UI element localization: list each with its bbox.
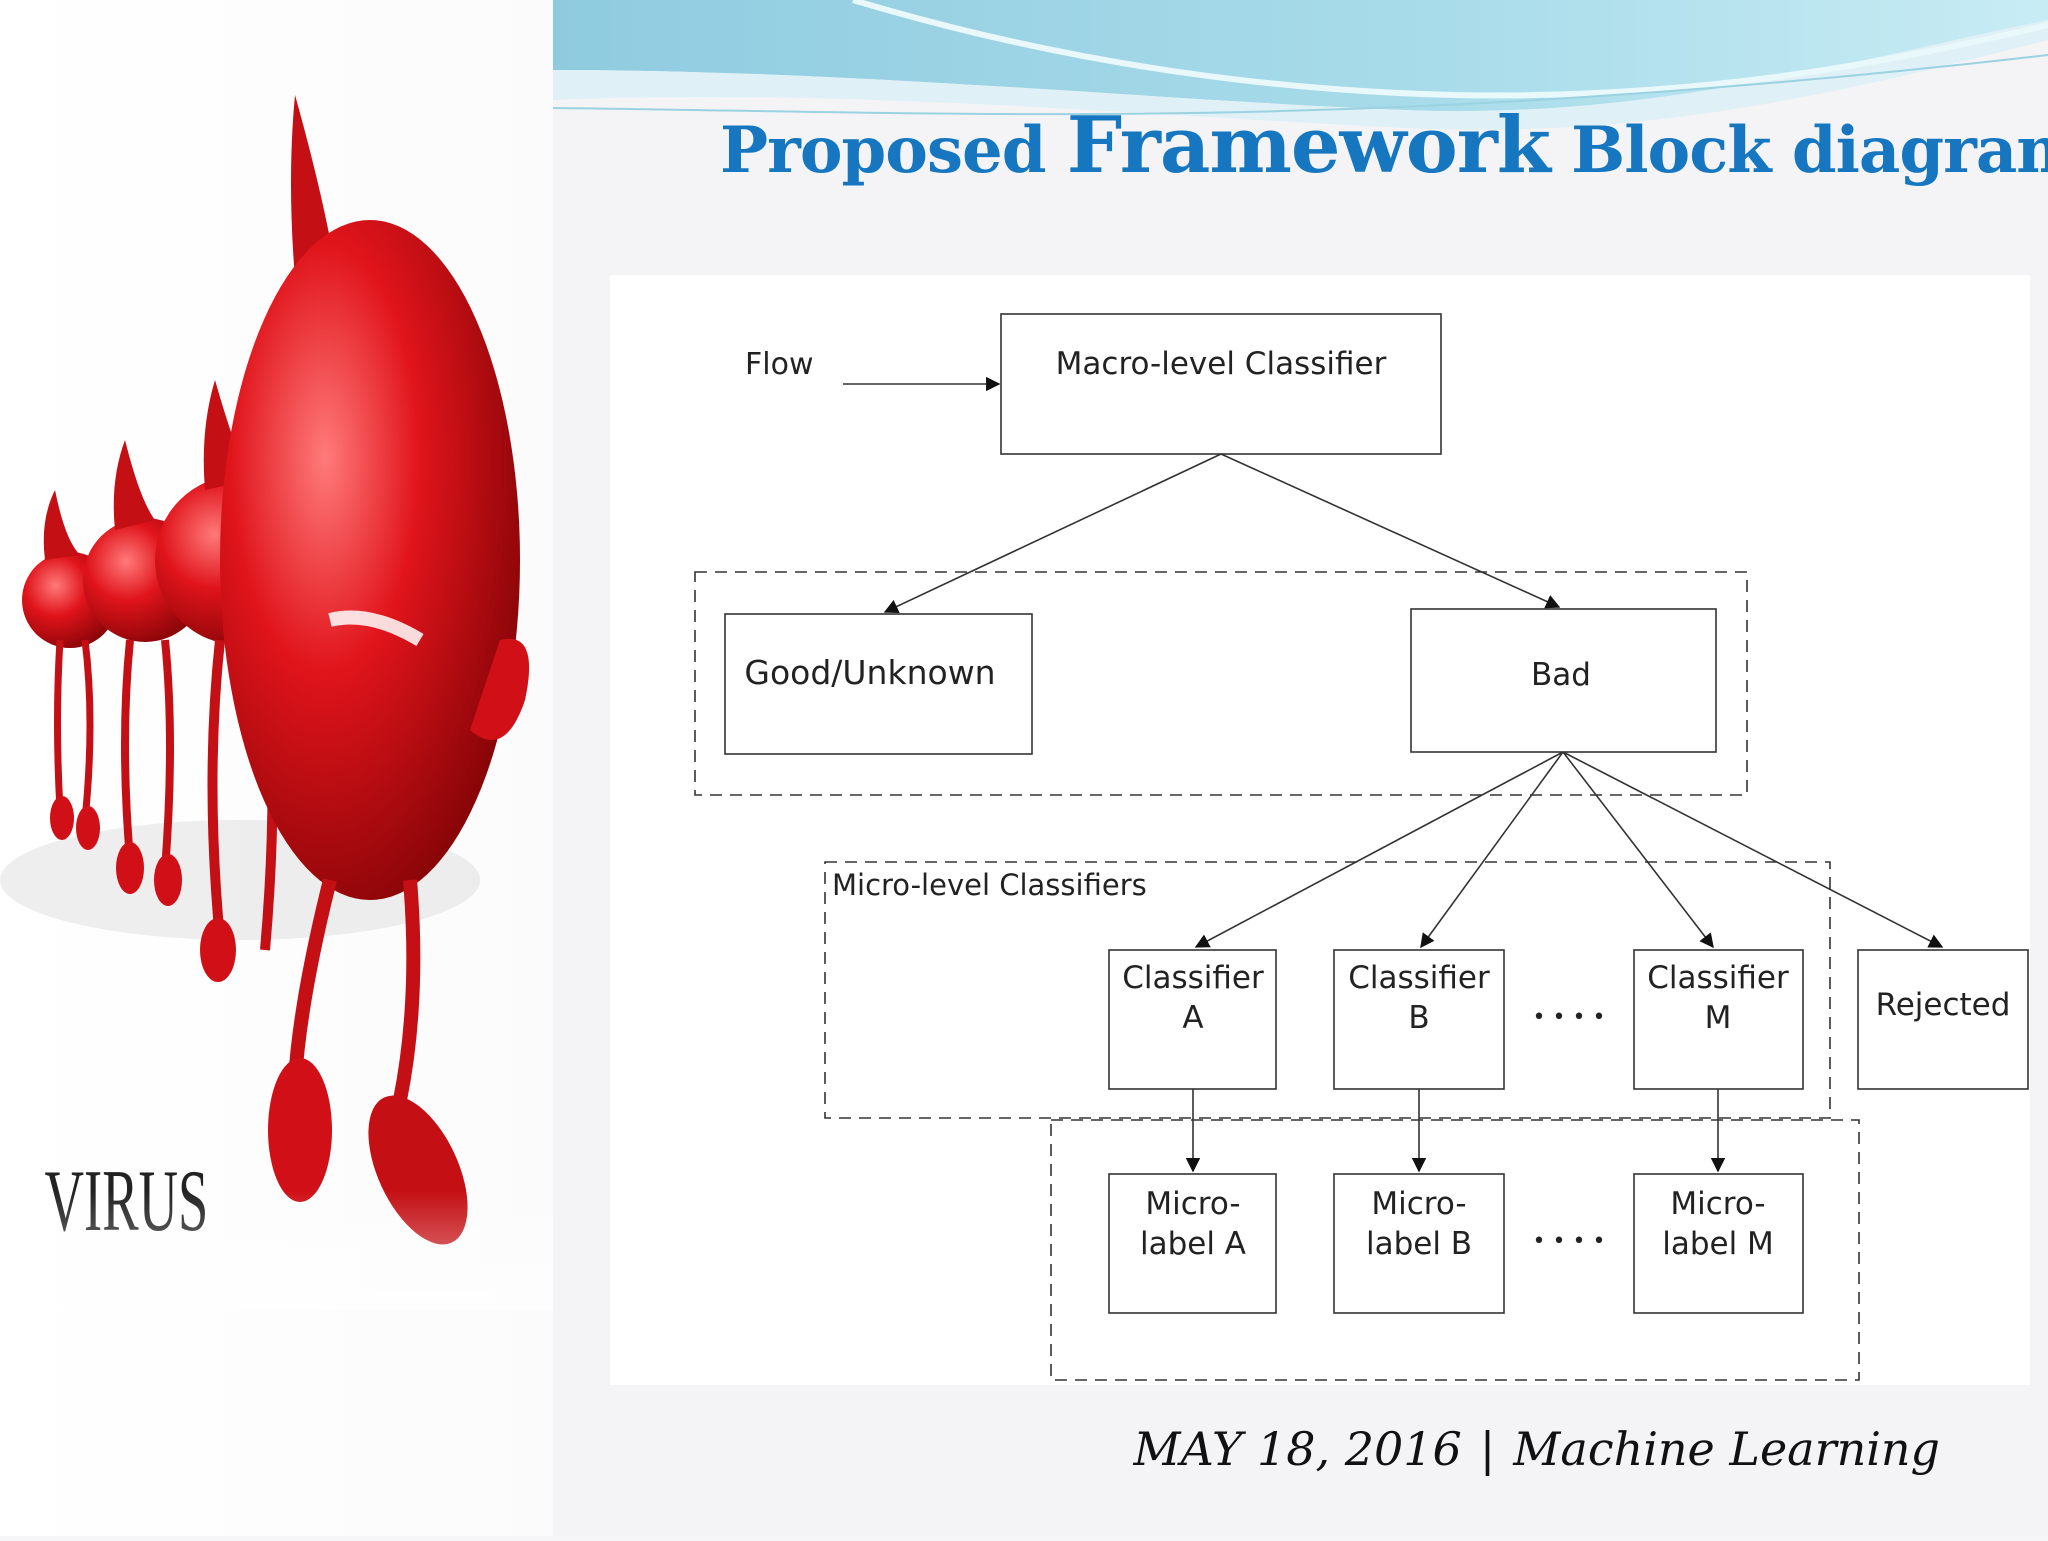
arrow-to-good bbox=[883, 453, 1222, 614]
classifier-m-line1: Classifier bbox=[1647, 960, 1789, 996]
rejected-box bbox=[1857, 949, 2029, 1090]
classifier-ellipsis: • • • • bbox=[1533, 1005, 1606, 1030]
classifier-a-line2: A bbox=[1182, 1000, 1203, 1036]
micro-label-m-line1: Micro- bbox=[1670, 1186, 1765, 1222]
micro-label-b-line2: label B bbox=[1366, 1226, 1472, 1262]
header-wave-banner bbox=[553, 0, 2048, 130]
micro-label-m-box bbox=[1633, 1173, 1804, 1314]
macro-classifier-label: Macro-level Classifier bbox=[1056, 346, 1387, 382]
micro-label-a-line2: label A bbox=[1140, 1226, 1246, 1262]
arrow-to-classifier-m bbox=[1562, 751, 1714, 949]
good-unknown-box bbox=[724, 613, 1033, 755]
micro-group-label: Micro-level Classifiers bbox=[832, 868, 1147, 902]
micro-label-m-line2: label M bbox=[1662, 1226, 1774, 1262]
result-group-box bbox=[694, 571, 1748, 796]
micro-classifier-group-box bbox=[824, 861, 1831, 1119]
virus-illustration: VIRUS bbox=[0, 0, 553, 1536]
macro-classifier-box bbox=[1000, 313, 1442, 455]
micro-label-b-box bbox=[1333, 1173, 1505, 1314]
title-part-1: Proposed bbox=[720, 113, 1046, 188]
arrow-to-bad bbox=[1220, 453, 1561, 609]
bad-label: Bad bbox=[1531, 657, 1591, 693]
slide-title: Proposed Framework Block diagram bbox=[720, 100, 2048, 191]
arrow-to-rejected bbox=[1562, 751, 1944, 948]
footer-separator: | bbox=[1479, 1422, 1496, 1476]
good-unknown-label: Good/Unknown bbox=[744, 653, 995, 692]
label-ellipsis: • • • • bbox=[1533, 1229, 1606, 1254]
micro-label-group-box bbox=[1050, 1119, 1860, 1381]
diagram-panel bbox=[610, 275, 2030, 1385]
title-part-3: Block diagram bbox=[1571, 113, 2048, 188]
classifier-a-line1: Classifier bbox=[1122, 960, 1264, 996]
title-part-2: Framework bbox=[1066, 100, 1551, 191]
arrow-to-classifier-b bbox=[1420, 751, 1564, 949]
rejected-label: Rejected bbox=[1876, 987, 2011, 1023]
arrow-to-classifier-a bbox=[1194, 751, 1564, 948]
classifier-b-line1: Classifier bbox=[1348, 960, 1490, 996]
classifier-m-line2: M bbox=[1705, 1000, 1732, 1036]
micro-label-b-line1: Micro- bbox=[1371, 1186, 1466, 1222]
slide-footer: MAY 18, 2016 | Machine Learning bbox=[1134, 1422, 1941, 1476]
virus-characters-icon: VIRUS bbox=[0, 95, 553, 1310]
flow-label: Flow bbox=[745, 347, 813, 382]
footer-date: MAY 18, 2016 bbox=[1133, 1422, 1462, 1476]
micro-label-a-line1: Micro- bbox=[1145, 1186, 1240, 1222]
micro-label-a-box bbox=[1108, 1173, 1277, 1314]
classifier-b-line2: B bbox=[1408, 1000, 1429, 1036]
footer-topic: Machine Learning bbox=[1513, 1422, 1940, 1476]
